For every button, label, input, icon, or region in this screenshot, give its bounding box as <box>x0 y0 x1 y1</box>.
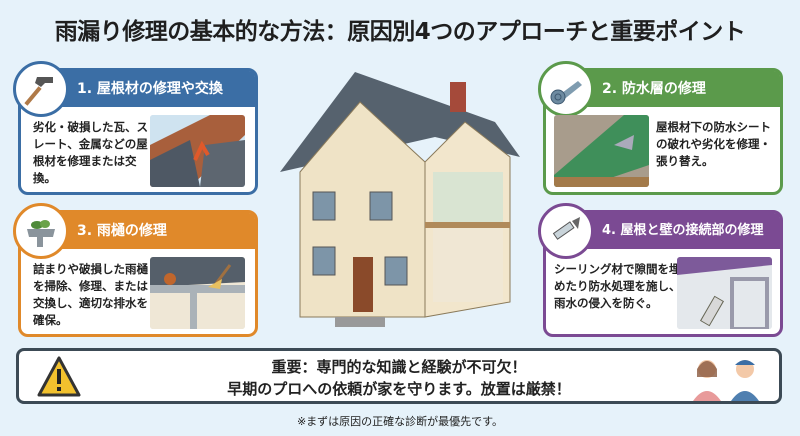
important-notice: 重要：専門的な知識と経験が不可欠！ 早期のプロへの依頼が家を守ります。放置は厳禁！ <box>16 348 782 404</box>
sealing-illustration <box>677 257 772 329</box>
notice-line-2: 早期のプロへの依頼が家を守ります。放置は厳禁！ <box>227 380 571 398</box>
card-text: 詰まりや破損した雨樋を掃除、修理、または交換し、適切な排水を確保。 <box>33 262 148 327</box>
house-cutaway-illustration <box>280 72 520 327</box>
membrane-roll-icon <box>538 61 594 117</box>
warning-icon <box>37 356 81 397</box>
card-gutter: 3. 雨樋の修理 詰まりや破損した雨樋を掃除、修理、または交換し、適切な排水を確… <box>13 203 258 337</box>
caulking-gun-icon <box>538 203 594 259</box>
notice-line-1: 重要：専門的な知識と経験が不可欠！ <box>271 358 527 376</box>
gutter-icon <box>13 203 69 259</box>
footnote: ※まずは原因の正確な診断が最優先です。 <box>296 415 504 428</box>
waterproof-sheet-illustration <box>554 115 649 187</box>
roof-tile-illustration <box>150 115 245 187</box>
card-roof-wall-junction: 4. 屋根と壁の接続部の修理 シーリング材で隙間を埋めたり防水処理を施し、雨水の… <box>538 203 783 337</box>
card-text: 屋根材下の防水シートの破れや劣化を修理・張り替え。 <box>656 120 771 168</box>
hammer-icon <box>13 61 69 117</box>
card-text: 劣化・破損した瓦、スレート、金属などの屋根材を修理または交換。 <box>33 120 148 185</box>
gutter-illustration <box>150 257 245 329</box>
page-title: 雨漏り修理の基本的な方法：原因別4つのアプローチと重要ポイント <box>54 19 746 45</box>
card-text: シーリング材で隙間を埋めたり防水処理を施し、雨水の侵入を防ぐ。 <box>554 262 681 310</box>
people-illustration <box>693 360 759 401</box>
card-waterproof-layer: 2. 防水層の修理 屋根材下の防水シートの破れや劣化を修理・張り替え。 <box>538 61 783 195</box>
card-roof-material: 1. 屋根材の修理や交換 劣化・破損した瓦、スレート、金属などの屋根材を修理また… <box>13 61 258 195</box>
